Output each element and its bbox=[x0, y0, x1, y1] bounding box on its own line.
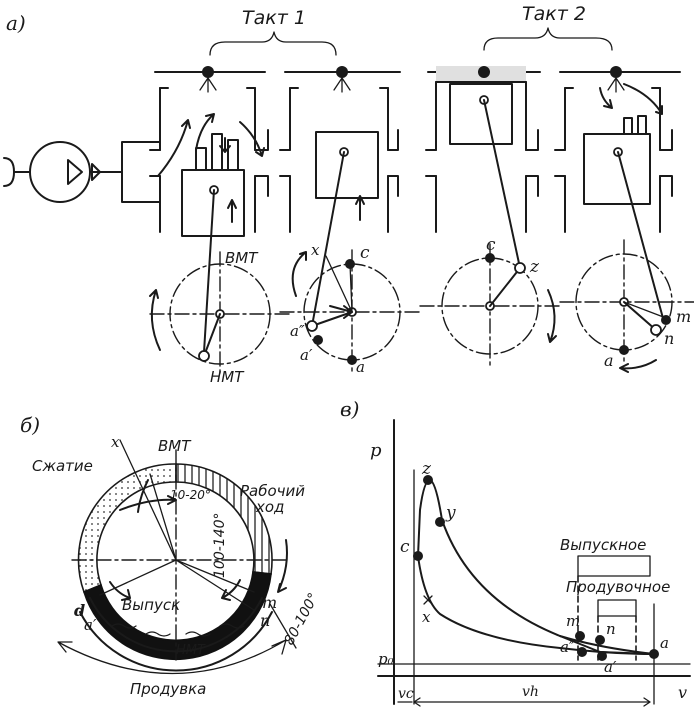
panel-a-label: а) bbox=[6, 11, 26, 35]
point-m-a4: m bbox=[676, 307, 691, 326]
scavenge-port-label: Продувочное bbox=[566, 578, 670, 596]
rotation-arrow-b bbox=[277, 539, 288, 593]
point-z-c: z bbox=[421, 459, 432, 479]
scavenge-box bbox=[597, 599, 637, 617]
scavenging-arc-2 bbox=[79, 611, 273, 672]
panel-c-label: в) bbox=[340, 397, 359, 421]
point-m-c: m bbox=[566, 612, 580, 630]
point-x-c: x bbox=[422, 608, 431, 626]
scavenging-label-b: Продувка bbox=[130, 680, 206, 698]
stroke-2-title: Такт 2 bbox=[522, 3, 586, 25]
cylinder-2 bbox=[279, 66, 401, 327]
working-stroke-label-2: ход bbox=[255, 498, 284, 516]
point-y-c: y bbox=[445, 503, 456, 523]
angle-scavenge-label: 80-100° bbox=[281, 590, 322, 647]
p0-label: p₀ bbox=[378, 650, 394, 668]
point-c-c: c bbox=[400, 537, 410, 557]
point-n-c: n bbox=[606, 620, 616, 638]
crank-circle-3: c z bbox=[419, 235, 561, 367]
cylinder-4 bbox=[554, 66, 681, 323]
point-m-b: m bbox=[262, 593, 277, 612]
axis-v-label: v bbox=[678, 683, 687, 702]
exhaust-box bbox=[577, 555, 651, 577]
point-c-a3: c bbox=[486, 235, 496, 255]
panel-c: в) p v p₀ vc vh Выпускное Продувочное bbox=[340, 397, 691, 707]
point-a1-a: a′ bbox=[300, 346, 313, 364]
point-a-a4: a bbox=[604, 351, 614, 370]
compression-label: Сжатие bbox=[32, 457, 93, 475]
stroke-1-title: Такт 1 bbox=[242, 7, 306, 29]
crank-circle-1: ВМТ НМТ bbox=[149, 249, 291, 386]
panel-a: а) Такт 1 Такт 2 bbox=[3, 3, 694, 386]
tdc-label-a: ВМТ bbox=[225, 249, 259, 267]
cylinder-1 bbox=[149, 66, 269, 353]
point-z-a3: z bbox=[529, 257, 540, 277]
point-n-a4: n bbox=[664, 329, 674, 348]
tdc-label-b: ВМТ bbox=[158, 437, 192, 455]
crank-circle-2: x c a″ a′ a bbox=[279, 241, 421, 376]
compression-curve bbox=[417, 555, 655, 655]
panel-b: б) x ВМТ Сжатие 10-20° Рабочий ход 100-1… bbox=[20, 413, 322, 698]
bdc-label-a: НМТ bbox=[210, 368, 245, 386]
angle-small-label: 10-20° bbox=[170, 488, 211, 502]
point-a2-c: a″ bbox=[560, 638, 575, 656]
point-a1-c: a′ bbox=[604, 658, 617, 676]
vc-label: vc bbox=[398, 686, 414, 702]
cylinder-3 bbox=[425, 66, 541, 269]
point-a-a: a bbox=[356, 358, 365, 376]
point-x-b: x bbox=[111, 433, 120, 451]
point-c-a: c bbox=[360, 243, 370, 263]
scavenging-hatch bbox=[111, 623, 245, 637]
panel-b-label: б) bbox=[20, 413, 40, 437]
point-n-b: n bbox=[260, 611, 270, 630]
scavenging-dimension bbox=[57, 639, 287, 675]
point-a1-b: a′ bbox=[84, 616, 97, 634]
axis-p-label: p bbox=[370, 440, 382, 461]
point-x-a: x bbox=[311, 241, 320, 259]
point-a-c: a bbox=[660, 634, 669, 652]
angle-arrow-tdc bbox=[119, 495, 177, 511]
point-d-b: d bbox=[74, 601, 85, 620]
scavenge-blower bbox=[3, 141, 161, 203]
stroke-2-brace bbox=[483, 27, 613, 51]
vh-label: vh bbox=[522, 684, 539, 700]
exhaust-port-label: Выпускное bbox=[560, 536, 646, 554]
stroke-1-brace bbox=[209, 31, 337, 56]
exhaust-label-b: Выпуск bbox=[122, 596, 180, 614]
point-a2-a: a″ bbox=[290, 322, 305, 340]
bdc-label-b: НМТ bbox=[176, 643, 206, 658]
working-stroke-label-1: Рабочий bbox=[240, 482, 305, 500]
angle-exhaust-label: 100-140° bbox=[212, 513, 228, 579]
crank-circle-4: m n a bbox=[559, 239, 694, 373]
